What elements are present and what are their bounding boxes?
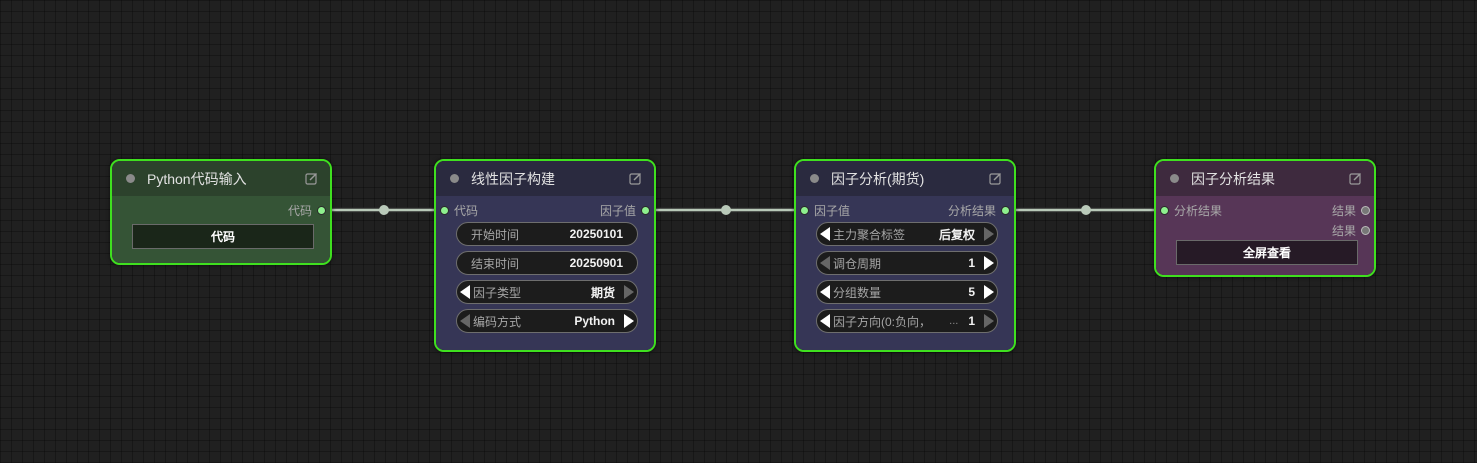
output-connector-dot[interactable] — [1361, 225, 1370, 235]
node-title: 因子分析结果 — [1191, 170, 1275, 187]
collapse-dot-icon[interactable] — [1170, 174, 1179, 183]
factor-direction-stepper[interactable]: 因子方向(0:负向， ... 1 — [816, 309, 998, 333]
widget-label: 分组数量 — [833, 285, 882, 300]
decrement-arrow-icon[interactable] — [457, 310, 473, 332]
node-header[interactable]: Python代码输入 — [112, 161, 330, 196]
slot-row: 因子值 分析结果 — [796, 200, 1014, 220]
output-label: 结果 — [1331, 223, 1356, 238]
slot-row: 结果 — [1156, 220, 1374, 240]
rebalance-period-stepper[interactable]: 调仓周期 1 — [816, 251, 998, 275]
fullscreen-view-button[interactable]: 全屏查看 — [1176, 240, 1358, 265]
increment-arrow-icon[interactable] — [981, 252, 997, 274]
node-header[interactable]: 因子分析结果 — [1156, 161, 1374, 196]
input-connector-dot[interactable] — [800, 205, 809, 215]
link-analysis-result-midpoint[interactable] — [1081, 205, 1091, 215]
input-connector-dot[interactable] — [440, 205, 449, 215]
node-body: 代码 因子值 开始时间 20250101 结束时间 20250901 因子类型 … — [436, 196, 654, 350]
widget-value: 20250101 — [569, 227, 623, 241]
widget-value: 1 — [968, 314, 975, 328]
node-body: 分析结果 结果 结果 全屏查看 — [1156, 196, 1374, 275]
fullscreen-view-button-label: 全屏查看 — [1242, 246, 1291, 260]
input-slot-code[interactable]: 代码 — [440, 200, 479, 220]
widget-label: 开始时间 — [471, 227, 520, 242]
increment-arrow-icon[interactable] — [621, 281, 637, 303]
widget-value: 1 — [968, 256, 975, 270]
node-linear-factor-build[interactable]: 线性因子构建 代码 因子值 开始时间 20250101 — [434, 159, 656, 352]
slot-row: 分析结果 结果 — [1156, 200, 1374, 220]
widget-label: 因子方向(0:负向， — [833, 314, 932, 329]
node-python-code-input[interactable]: Python代码输入 代码 代码 — [110, 159, 332, 265]
edit-icon[interactable] — [305, 172, 318, 185]
node-body: 因子值 分析结果 主力聚合标签 后复权 调仓周期 1 — [796, 196, 1014, 350]
end-time-field[interactable]: 结束时间 20250901 — [456, 251, 638, 275]
increment-arrow-icon[interactable] — [981, 281, 997, 303]
decrement-arrow-icon[interactable] — [817, 252, 833, 274]
node-title: Python代码输入 — [147, 170, 247, 187]
node-header[interactable]: 线性因子构建 — [436, 161, 654, 196]
factor-type-combo[interactable]: 因子类型 期货 — [456, 280, 638, 304]
input-label: 因子值 — [814, 203, 851, 218]
code-button-label: 代码 — [210, 230, 235, 244]
widget-label: 因子类型 — [473, 285, 522, 300]
main-contract-label-combo[interactable]: 主力聚合标签 后复权 — [816, 222, 998, 246]
output-slot-analysis-result[interactable]: 分析结果 — [947, 200, 1010, 220]
decrement-arrow-icon[interactable] — [817, 281, 833, 303]
code-button[interactable]: 代码 — [132, 224, 314, 249]
node-body: 代码 代码 — [112, 196, 330, 263]
output-label: 结果 — [1331, 203, 1356, 218]
collapse-dot-icon[interactable] — [810, 174, 819, 183]
input-label: 代码 — [454, 203, 479, 218]
node-factor-analysis-result[interactable]: 因子分析结果 分析结果 结果 结果 — [1154, 159, 1376, 277]
decrement-arrow-icon[interactable] — [457, 281, 473, 303]
truncation-ellipsis: ... — [949, 315, 959, 327]
widget-label: 编码方式 — [473, 314, 522, 329]
link-factor-value-midpoint[interactable] — [721, 205, 731, 215]
input-slot-factor-value[interactable]: 因子值 — [800, 200, 851, 220]
input-connector-dot[interactable] — [1160, 205, 1169, 215]
output-label: 分析结果 — [947, 203, 996, 218]
decrement-arrow-icon[interactable] — [817, 223, 833, 245]
increment-arrow-icon[interactable] — [621, 310, 637, 332]
increment-arrow-icon[interactable] — [981, 223, 997, 245]
node-title: 线性因子构建 — [471, 170, 555, 187]
output-slot-result-1[interactable]: 结果 — [1331, 200, 1370, 220]
output-connector-dot[interactable] — [641, 205, 650, 215]
node-header[interactable]: 因子分析(期货) — [796, 161, 1014, 196]
output-connector-dot[interactable] — [1361, 205, 1370, 215]
widget-label: 调仓周期 — [833, 256, 882, 271]
output-slot-result-2[interactable]: 结果 — [1331, 220, 1370, 240]
input-label: 分析结果 — [1174, 203, 1223, 218]
collapse-dot-icon[interactable] — [126, 174, 135, 183]
widget-label: 主力聚合标签 — [833, 227, 906, 242]
widget-value: Python — [574, 314, 615, 328]
decrement-arrow-icon[interactable] — [817, 310, 833, 332]
edit-icon[interactable] — [1349, 172, 1362, 185]
widget-value: 后复权 — [938, 227, 975, 242]
output-label: 代码 — [287, 203, 312, 218]
widget-value: 5 — [968, 285, 975, 299]
group-count-stepper[interactable]: 分组数量 5 — [816, 280, 998, 304]
node-factor-analysis-futures[interactable]: 因子分析(期货) 因子值 分析结果 主力聚合标签 后复权 — [794, 159, 1016, 352]
slot-row: 代码 — [112, 200, 330, 220]
edit-icon[interactable] — [629, 172, 642, 185]
output-slot-code[interactable]: 代码 — [287, 200, 326, 220]
link-code-midpoint[interactable] — [379, 205, 389, 215]
increment-arrow-icon[interactable] — [981, 310, 997, 332]
widget-value: 期货 — [590, 285, 615, 300]
input-slot-analysis-result[interactable]: 分析结果 — [1160, 200, 1223, 220]
widget-value: 20250901 — [569, 256, 623, 270]
widget-label: 结束时间 — [471, 256, 520, 271]
node-title: 因子分析(期货) — [831, 170, 925, 187]
output-label: 因子值 — [599, 203, 636, 218]
output-connector-dot[interactable] — [1001, 205, 1010, 215]
slot-row: 代码 因子值 — [436, 200, 654, 220]
output-slot-factor-value[interactable]: 因子值 — [599, 200, 650, 220]
output-connector-dot[interactable] — [317, 205, 326, 215]
edit-icon[interactable] — [989, 172, 1002, 185]
encoding-method-combo[interactable]: 编码方式 Python — [456, 309, 638, 333]
collapse-dot-icon[interactable] — [450, 174, 459, 183]
start-time-field[interactable]: 开始时间 20250101 — [456, 222, 638, 246]
